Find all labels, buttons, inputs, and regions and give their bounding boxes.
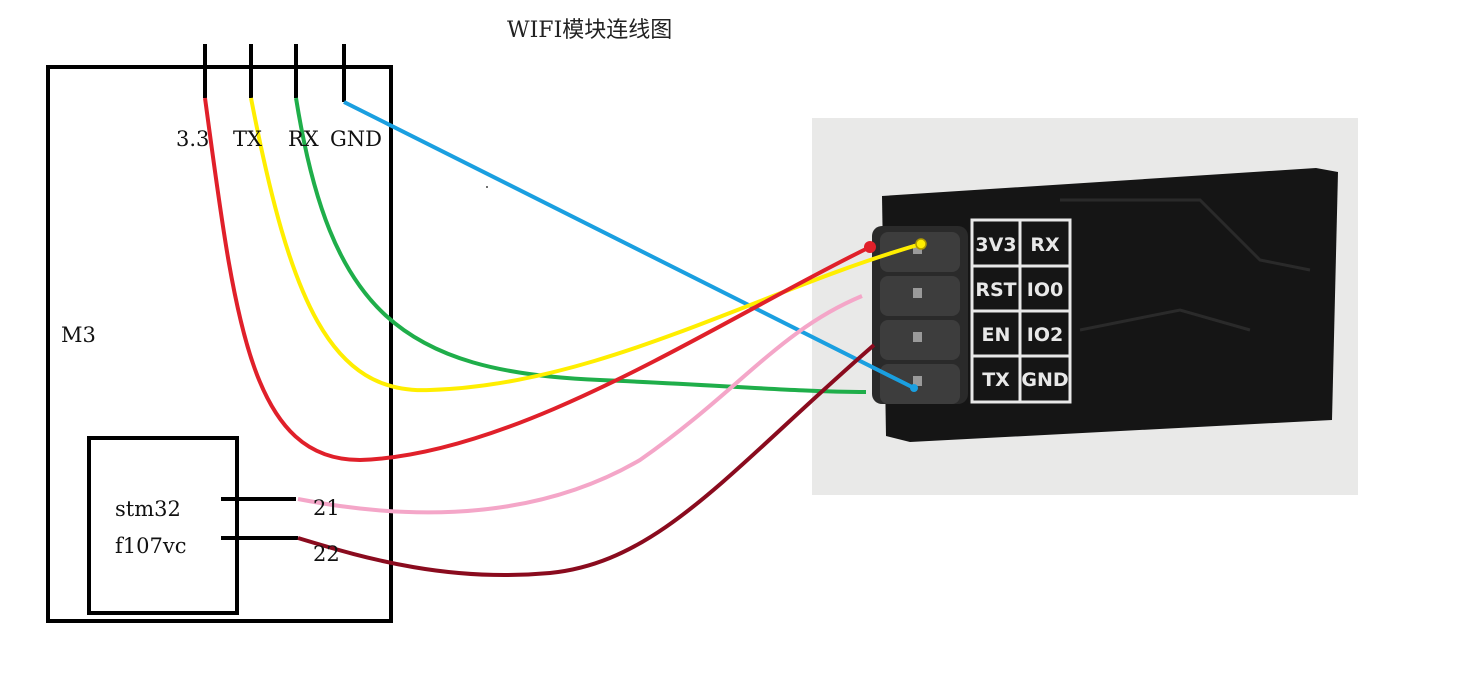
m3-header-pins — [203, 44, 346, 102]
wire-rx-tx — [294, 97, 867, 394]
wires — [203, 97, 927, 578]
wire-end-red — [864, 241, 876, 253]
chip-pin-22-label: 22 — [313, 542, 340, 566]
silk-en: EN — [982, 324, 1011, 346]
wire-3v3-3v3 — [203, 97, 871, 463]
wire-22-en — [297, 343, 876, 578]
pin-label-tx: TX — [233, 127, 262, 151]
pin-label-3v3: 3.3 — [176, 127, 210, 151]
m3-board — [46, 65, 393, 623]
chip-label-line1: stm32 — [115, 497, 181, 521]
chip-pin-21-label: 21 — [313, 496, 340, 520]
silk-tx: TX — [982, 369, 1010, 391]
silk-io0: IO0 — [1027, 279, 1063, 301]
module-pcb — [882, 168, 1338, 442]
silkscreen-grid: 3V3 RX RST IO0 EN IO2 TX GND — [970, 218, 1072, 404]
chip-label-line2: f107vc — [115, 534, 187, 558]
m3-label: M3 — [61, 323, 96, 347]
pin-label-rx: RX — [288, 127, 319, 151]
wifi-module-photo: 3V3 RX RST IO0 EN IO2 TX GND — [812, 118, 1358, 495]
wire-gnd-gnd — [343, 100, 915, 390]
stm32-chip — [87, 436, 239, 615]
wire-end-blue — [910, 384, 918, 392]
stray-dot — [486, 186, 488, 188]
silk-rst: RST — [975, 279, 1016, 301]
silk-io2: IO2 — [1027, 324, 1063, 346]
pin-header — [872, 226, 968, 404]
wire-21-rst — [297, 294, 863, 515]
diagram-title: WIFI模块连线图 — [507, 18, 673, 43]
wire-end-yellow — [915, 238, 927, 250]
silk-3v3: 3V3 — [975, 234, 1016, 256]
pin-label-gnd: GND — [330, 127, 382, 151]
silk-rx: RX — [1030, 234, 1060, 256]
silk-gnd: GND — [1021, 369, 1068, 391]
